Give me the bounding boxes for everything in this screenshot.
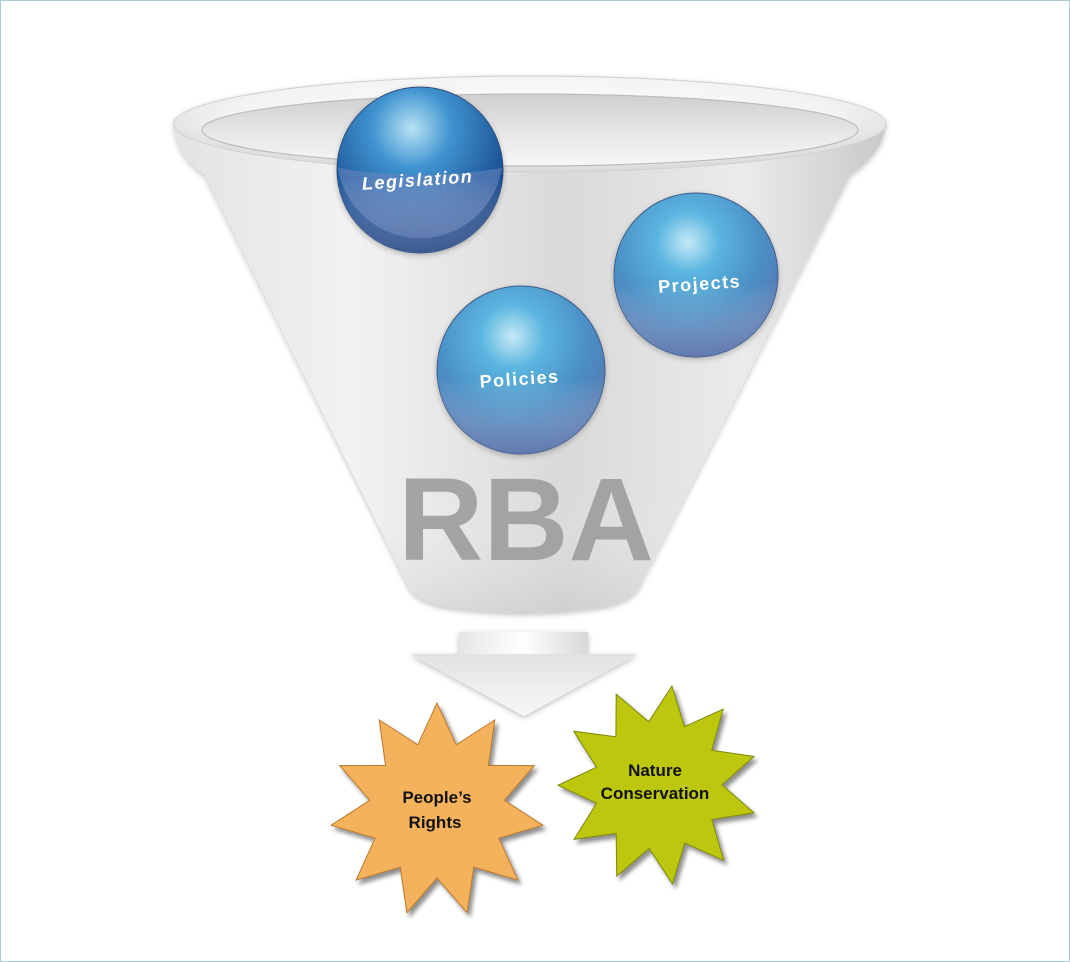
gear-nature-conservation-shape [556,684,756,886]
down-arrow-icon [410,632,638,716]
gear-nature-conservation-label-line1: Nature [628,761,682,780]
funnel-label: RBA [398,454,654,586]
ball-policies-shade [437,286,605,454]
down-arrow-shaft [459,632,588,654]
ball-projects-shade [614,193,778,357]
gear-nature-conservation: Nature Conservation [556,684,756,886]
ball-legislation-shade [337,87,503,253]
ball-policies: Policies [436,285,606,455]
gear-nature-conservation-label-line2: Conservation [601,784,710,803]
gear-peoples-rights-label-line1: People’s [402,788,471,807]
gear-peoples-rights-shape [329,701,545,914]
ball-projects: Projects [613,192,779,358]
gear-peoples-rights-label-line2: Rights [409,813,462,832]
funnel-opening [201,93,859,167]
gear-peoples-rights: People’s Rights [329,701,545,914]
ball-legislation: Legislation [336,86,504,254]
down-arrow-head [410,654,638,716]
